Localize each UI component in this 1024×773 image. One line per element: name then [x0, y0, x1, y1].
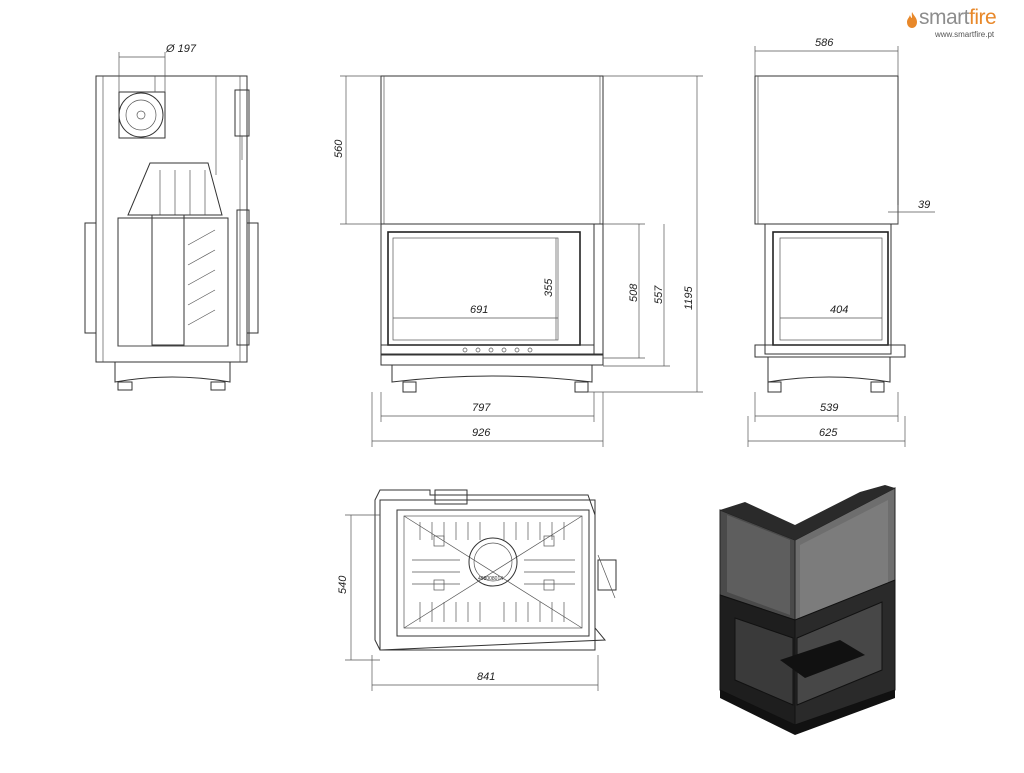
- rear-view-drawing: [84, 75, 259, 391]
- flame-icon: [907, 12, 917, 28]
- svg-text:841: 841: [477, 671, 495, 683]
- svg-text:926: 926: [472, 427, 491, 439]
- grate-code-label: 498008014: [478, 576, 503, 582]
- svg-text:39: 39: [918, 199, 930, 211]
- dimension-flue-diameter: Ø 197: [118, 43, 197, 92]
- svg-text:355: 355: [543, 278, 555, 297]
- svg-text:625: 625: [819, 427, 838, 439]
- grate-ribs: [403, 515, 583, 629]
- dimension-top-width: 841: [371, 655, 599, 691]
- dimension-side-top-width: 586: [754, 37, 899, 76]
- dimension-side-39: 39: [888, 199, 935, 224]
- brand-url: www.smartfire.pt: [935, 30, 995, 39]
- svg-text:539: 539: [820, 402, 838, 414]
- dimension-side-width: 625: [747, 416, 906, 447]
- svg-text:540: 540: [337, 575, 349, 594]
- dimension-front-width: 926: [371, 392, 604, 447]
- svg-text:560: 560: [333, 139, 345, 158]
- svg-text:691: 691: [470, 304, 488, 316]
- dimension-top-depth: 540: [337, 514, 380, 661]
- top-view-drawing: 498008014: [374, 489, 617, 651]
- side-view-drawing: [754, 75, 906, 393]
- dimension-front-glass-height: 355: [543, 238, 557, 340]
- dimension-side-539: 539: [754, 392, 899, 422]
- smartfire-logo: smartfire www.smartfire.pt: [905, 6, 1020, 42]
- dimension-front-557: 557: [603, 224, 670, 367]
- svg-text:586: 586: [815, 37, 834, 49]
- svg-text:1195: 1195: [683, 285, 695, 310]
- dimension-front-total-height: 1195: [588, 75, 703, 393]
- dimension-front-glass-width: 691: [393, 304, 558, 319]
- svg-text:557: 557: [653, 285, 665, 304]
- fireplace-3d-render: [719, 485, 896, 735]
- brand-name: smartfire: [919, 6, 997, 29]
- dimension-side-glass-width: 404: [780, 304, 882, 319]
- svg-text:797: 797: [472, 402, 491, 414]
- svg-text:404: 404: [830, 304, 848, 316]
- front-view-drawing: [380, 75, 604, 393]
- dimension-front-upper-height: 560: [333, 75, 381, 225]
- dimension-front-508: 508: [603, 223, 645, 359]
- svg-text:508: 508: [628, 283, 640, 302]
- svg-text:Ø 197: Ø 197: [165, 43, 197, 55]
- dimension-front-797: 797: [380, 392, 595, 422]
